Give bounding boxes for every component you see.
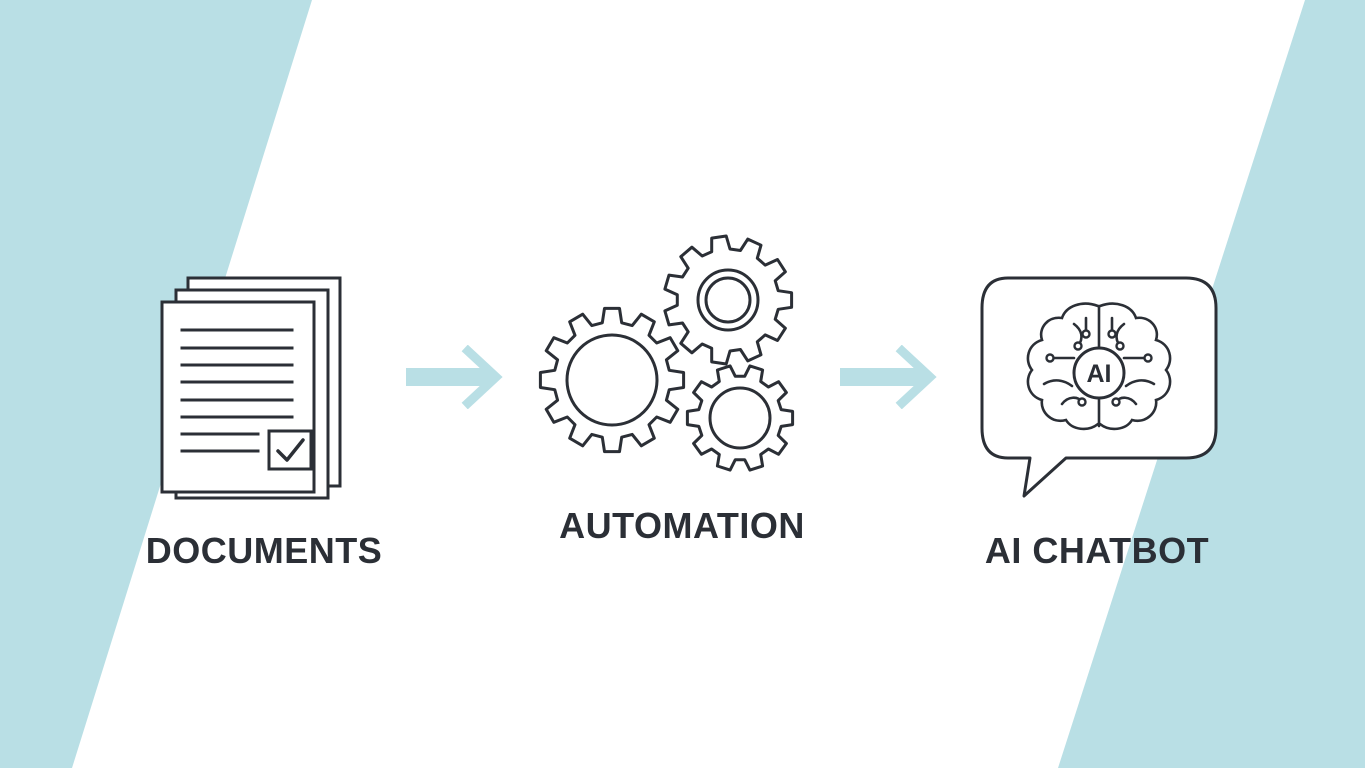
ai-badge (1072, 346, 1126, 400)
ai-badge-text: AI (1087, 360, 1112, 388)
label-chatbot: AI CHATBOT (984, 530, 1210, 571)
arrow-right-icon (406, 345, 503, 409)
gears-icon (538, 234, 795, 472)
small-gear-icon (685, 364, 795, 472)
documents-icon (160, 276, 342, 500)
label-documents: DOCUMENTS (145, 530, 383, 571)
label-automation: AUTOMATION (559, 505, 805, 546)
large-gear-icon (538, 306, 686, 454)
left-band (0, 0, 312, 768)
top-gear-icon (663, 234, 794, 366)
node-automation (530, 230, 800, 480)
checkbox-icon (267, 429, 313, 471)
arrow-right-icon (840, 345, 937, 409)
checkmark-icon (276, 438, 305, 462)
node-documents (150, 270, 370, 505)
brain-icon (1026, 302, 1172, 431)
ai-chat-bubble-icon: AI (980, 276, 1218, 498)
node-chatbot: AI (978, 272, 1223, 502)
